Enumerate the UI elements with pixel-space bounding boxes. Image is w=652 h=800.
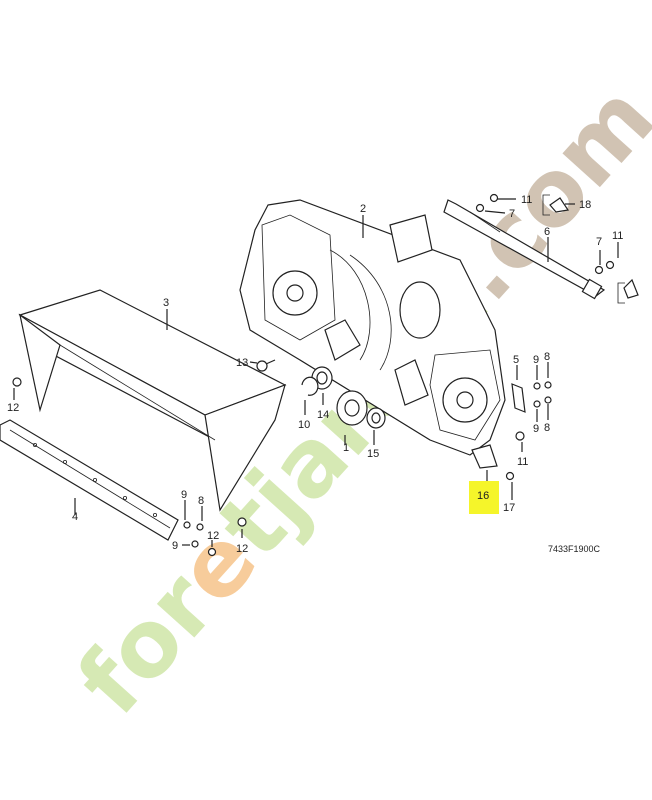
label-part-8-b[interactable]: 8 [544,422,550,434]
label-part-12-left[interactable]: 12 [7,402,19,414]
diagram-code: 7433F1900C [548,544,601,554]
label-part-9-b[interactable]: 9 [533,423,539,435]
label-part-7-a[interactable]: 7 [509,208,515,220]
part-3-housing-cover [18,289,287,512]
part-labels: 2 3 4 6 1 14 10 15 13 12 5 9 8 8 9 11 16… [7,194,623,555]
part-16-wear-shoe [471,444,498,469]
label-part-15[interactable]: 15 [367,448,379,460]
label-part-14[interactable]: 14 [317,409,329,421]
label-part-3[interactable]: 3 [163,297,169,309]
label-part-1[interactable]: 1 [343,442,349,454]
label-part-8-c[interactable]: 8 [198,495,204,507]
label-part-9-a[interactable]: 9 [533,354,539,366]
bracket-18-top [542,194,550,216]
label-part-18[interactable]: 18 [579,199,591,211]
label-part-5[interactable]: 5 [513,354,519,366]
label-part-16[interactable]: 16 [477,490,489,502]
label-part-12-right[interactable]: 12 [236,543,248,555]
label-part-2[interactable]: 2 [360,203,366,215]
part-1-bearing-flange [336,390,368,426]
part-10-snap-ring [301,376,319,396]
label-part-12-mid[interactable]: 12 [207,530,219,542]
label-part-11-a[interactable]: 11 [521,194,532,206]
label-part-4[interactable]: 4 [72,511,78,523]
label-part-11-c[interactable]: 11 [517,456,528,468]
label-part-11-b[interactable]: 11 [612,230,623,242]
part-4-scraper-bar [0,419,179,541]
part-13-bolt [256,359,276,372]
part-6-shaft [443,199,606,300]
fasteners [12,193,615,557]
part-15-bearing [366,407,386,429]
bracket-18-right [617,282,625,304]
label-part-17[interactable]: 17 [503,502,515,514]
label-part-7-b[interactable]: 7 [596,236,602,248]
label-part-6[interactable]: 6 [544,226,550,238]
label-part-9-c[interactable]: 9 [181,489,187,501]
label-part-8-a[interactable]: 8 [544,351,550,363]
leader-lines [13,198,619,547]
highlight-box-16 [469,481,499,514]
label-part-9-d[interactable]: 9 [172,540,178,552]
part-5-bracket [511,383,526,413]
label-part-13[interactable]: 13 [236,357,248,369]
part-18-clip [549,197,639,299]
label-part-10[interactable]: 10 [298,419,310,431]
part-2-auger-housing [239,199,506,456]
